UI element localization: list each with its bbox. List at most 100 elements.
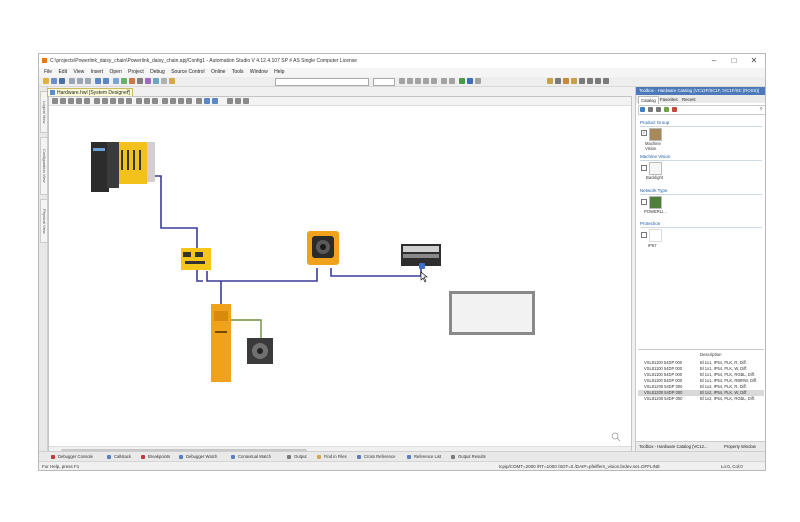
menu-source-control[interactable]: Source Control	[171, 69, 205, 75]
tab-catalog[interactable]: Catalog	[638, 96, 659, 104]
tab-toolbox-catalog[interactable]: Toolbox - Hardware Catalog (VC12...	[639, 444, 708, 449]
tab-cross-reference[interactable]: Cross Reference	[357, 453, 395, 461]
new-icon[interactable]	[43, 78, 49, 84]
menu-view[interactable]: View	[73, 69, 85, 75]
go-icon[interactable]	[459, 78, 465, 84]
checkbox-machine-vision[interactable]: ✓	[641, 130, 647, 136]
column-header-description[interactable]: Description	[700, 352, 722, 357]
add-icon[interactable]	[664, 107, 669, 112]
stop-icon[interactable]	[431, 78, 437, 84]
grid-icon[interactable]	[144, 98, 150, 104]
tool-icon-6[interactable]	[587, 78, 593, 84]
group-icon[interactable]	[162, 98, 168, 104]
menu-help[interactable]: Help	[274, 69, 285, 75]
tool-icon-3[interactable]	[563, 78, 569, 84]
panel-placeholder[interactable]	[449, 291, 535, 335]
list-item[interactable]: VSL81200 54DP 000 Bl 1x2, IP54, PLK, RGB…	[644, 396, 755, 401]
refresh-icon[interactable]	[153, 78, 159, 84]
servo-drive[interactable]	[211, 304, 231, 382]
tab-close-icon[interactable]: ×	[126, 89, 130, 95]
back-icon[interactable]	[186, 98, 192, 104]
tool-icon-5[interactable]	[579, 78, 585, 84]
cut-icon[interactable]	[69, 78, 75, 84]
close-button[interactable]: ✕	[750, 56, 758, 65]
tab-physical-view[interactable]: Physical View	[40, 199, 48, 243]
menu-file[interactable]: File	[44, 69, 53, 75]
menu-online[interactable]: Online	[210, 69, 226, 75]
tab-hardware-designer[interactable]: Hardware.hwl [System Designer] ×	[47, 88, 133, 97]
transfer-icon[interactable]	[121, 78, 127, 84]
export-icon[interactable]	[227, 98, 233, 104]
list-item[interactable]: VSL81100 54DP 000 Bl 1x1, IP54, PLK, W, …	[644, 366, 748, 371]
build-icon[interactable]	[113, 78, 119, 84]
open-icon[interactable]	[51, 78, 57, 84]
online-icon[interactable]	[129, 78, 135, 84]
paste-icon[interactable]	[85, 78, 91, 84]
tab-callstack[interactable]: Callstack	[107, 453, 131, 461]
settings-icon[interactable]	[137, 78, 143, 84]
tab-output[interactable]: Output	[287, 453, 307, 461]
search-icon[interactable]: ⌕	[759, 106, 763, 112]
menu-insert[interactable]: Insert	[90, 69, 104, 75]
tab-recent[interactable]: Recent	[682, 97, 696, 102]
tab-output-results[interactable]: Output Results	[451, 453, 486, 461]
globe-icon[interactable]	[467, 78, 473, 84]
remove-icon[interactable]	[672, 107, 677, 112]
tool-icon-2[interactable]	[555, 78, 561, 84]
align-center-icon[interactable]	[102, 98, 108, 104]
servo-motor[interactable]	[247, 338, 273, 364]
maximize-button[interactable]: □	[731, 56, 737, 65]
checkbox-backlight[interactable]	[641, 165, 647, 171]
step-out-icon[interactable]	[415, 78, 421, 84]
redo-icon[interactable]	[103, 78, 109, 84]
step-icon[interactable]	[399, 78, 405, 84]
menu-edit[interactable]: Edit	[58, 69, 68, 75]
align-left-icon[interactable]	[94, 98, 100, 104]
tool-icon-4[interactable]	[571, 78, 577, 84]
list-item[interactable]: VSL81100 54DP 000 Bl 1x1, IP54, PLK, RGB…	[644, 372, 755, 377]
configuration-combo[interactable]	[275, 78, 369, 86]
list-item[interactable]: VSL81100 54DP 000 Bl 1x1, IP54, PLK, R, …	[644, 360, 747, 365]
properties-icon[interactable]	[243, 98, 249, 104]
tab-logical-view[interactable]: Logical View	[40, 91, 48, 133]
monitor-icon[interactable]	[145, 78, 151, 84]
tab-configuration-view[interactable]: Configuration View	[40, 137, 48, 195]
safety-module[interactable]	[181, 248, 211, 270]
tab-favorites[interactable]: Favorites	[660, 97, 678, 102]
tab-debugger-watch[interactable]: Debugger Watch	[179, 453, 217, 461]
search-icon[interactable]	[169, 78, 175, 84]
step-over-icon[interactable]	[407, 78, 413, 84]
print-icon[interactable]	[235, 98, 241, 104]
menu-project[interactable]: Project	[128, 69, 144, 75]
tab-breakpoints[interactable]: Breakpoints	[141, 453, 170, 461]
checkbox-powerlink[interactable]	[641, 199, 647, 205]
tab-property-window[interactable]: Property Window	[724, 444, 756, 449]
catalog-view-icon[interactable]	[640, 107, 645, 112]
ungroup-icon[interactable]	[170, 98, 176, 104]
checkbox-ip67[interactable]	[641, 232, 647, 238]
run-icon[interactable]	[423, 78, 429, 84]
undo-icon[interactable]	[95, 78, 101, 84]
select-icon[interactable]	[52, 98, 58, 104]
save-icon[interactable]	[59, 78, 65, 84]
tab-contextual-watch[interactable]: Contextual Watch	[231, 453, 271, 461]
filter-icon[interactable]	[204, 98, 210, 104]
toolbox-icon[interactable]	[547, 78, 553, 84]
fit-icon[interactable]	[84, 98, 90, 104]
list-view-icon[interactable]	[648, 107, 653, 112]
list-item[interactable]: VSL81100 54DP 000 Bl 1x1, IP54, PLK, RBI…	[644, 378, 758, 383]
trace-icon[interactable]	[449, 78, 455, 84]
menu-open[interactable]: Open	[109, 69, 122, 75]
tool-icon-7[interactable]	[595, 78, 601, 84]
connect-icon[interactable]	[196, 98, 202, 104]
menu-tools[interactable]: Tools	[231, 69, 244, 75]
front-icon[interactable]	[178, 98, 184, 104]
menu-window[interactable]: Window	[249, 69, 268, 75]
align-top-icon[interactable]	[118, 98, 124, 104]
zoom-widget-icon[interactable]	[611, 432, 621, 442]
list-item-selected[interactable]: VSL81200 54DP 000 Bl 1x2, IP54, PLK, W, …	[638, 390, 764, 396]
back-nav-icon[interactable]	[656, 107, 661, 112]
zoom-in-icon[interactable]	[68, 98, 74, 104]
target-combo[interactable]	[373, 78, 395, 86]
tool-icon-8[interactable]	[603, 78, 609, 84]
